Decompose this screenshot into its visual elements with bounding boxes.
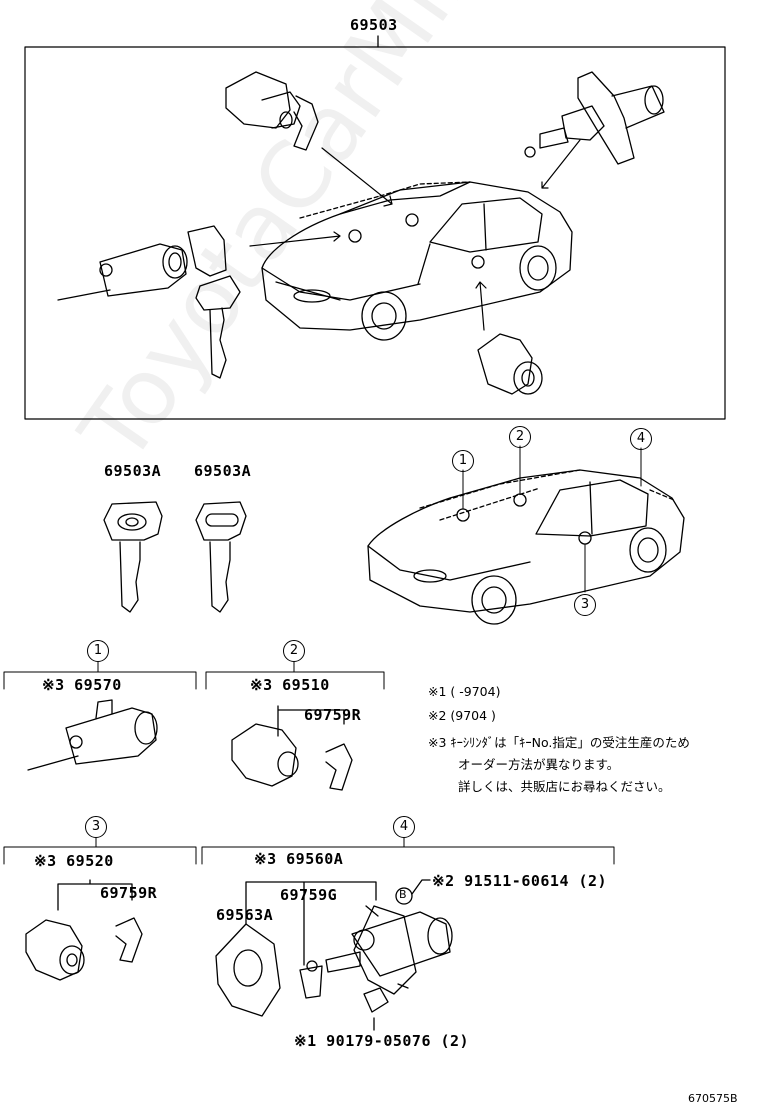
- door-cylinder-69510: [231, 705, 353, 791]
- group-number-4: 4: [393, 816, 415, 838]
- car-illustration-top: [261, 181, 573, 341]
- group-number-1: 1: [87, 640, 109, 662]
- door-lock-cylinder-top: [225, 71, 319, 151]
- part-90179-05076: ※1 90179-05076 (2): [294, 1032, 470, 1050]
- car-illustration-bottom: [367, 469, 685, 625]
- assembly-number: 69503: [350, 16, 398, 34]
- group-number-3: 3: [85, 816, 107, 838]
- ignition-cylinder-top: [57, 243, 188, 301]
- figure-code: 670575B: [688, 1092, 738, 1105]
- key-label-sub: 69503A: [194, 462, 252, 480]
- note-1: ※1 ( -9704): [428, 684, 501, 699]
- key-label-master: 69503A: [104, 462, 162, 480]
- luggage-lock-cylinder-top: [524, 71, 665, 165]
- group-number-2: 2: [283, 640, 305, 662]
- part-69759R-a: 69759R: [304, 706, 362, 724]
- group-brackets: [3, 661, 615, 865]
- part-69570: ※3 69570: [42, 676, 122, 694]
- note-2: ※2 (9704 ): [428, 708, 496, 723]
- part-69510: ※3 69510: [250, 676, 330, 694]
- location-arrows: [249, 139, 581, 331]
- location-marker-2: 2: [509, 426, 531, 448]
- location-marker-1: 1: [452, 450, 474, 472]
- master-key-top: [187, 225, 241, 379]
- key-master: [103, 501, 163, 613]
- part-69759R-b: 69759R: [100, 884, 158, 902]
- bolt-marker-b: B: [399, 888, 407, 901]
- assembly-frame: [24, 46, 726, 420]
- part-91511-60614: ※2 91511-60614 (2): [432, 872, 608, 890]
- door-lock-small-top: [477, 333, 543, 395]
- part-69563A: 69563A: [216, 906, 274, 924]
- door-cylinder-69520: [25, 879, 143, 981]
- part-69759G: 69759G: [280, 886, 338, 904]
- part-69560A: ※3 69560A: [254, 850, 344, 868]
- note-3-line3: 詳しくは、共販店にお尋ねください。: [458, 779, 671, 794]
- note-3-line2: オーダー方法が異なります。: [458, 757, 620, 772]
- part-69520: ※3 69520: [34, 852, 114, 870]
- luggage-cylinder-69560A: [215, 879, 453, 1031]
- ignition-cylinder-69570: [27, 699, 158, 771]
- key-sub: [195, 501, 247, 613]
- note-3: ※3 ｷｰｼﾘﾝﾀﾞは「ｷｰNo.指定」の受注生産のため: [428, 735, 690, 750]
- location-marker-4: 4: [630, 428, 652, 450]
- location-leaders: [462, 445, 642, 593]
- location-marker-3: 3: [574, 594, 596, 616]
